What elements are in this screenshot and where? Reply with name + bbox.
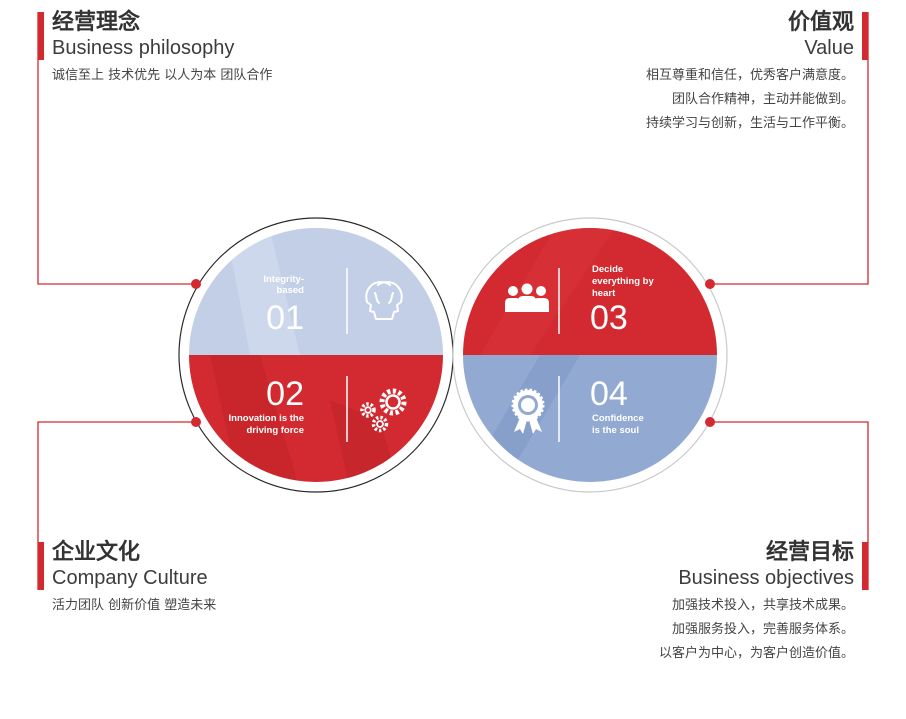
q1-label-line-1: Integrity-	[263, 274, 304, 285]
q4-number: 04	[590, 375, 628, 413]
q1-number: 01	[266, 299, 304, 337]
connector-dots	[191, 279, 715, 427]
value-desc-line-1: 相互尊重和信任，优秀客户满意度。	[645, 68, 854, 83]
value-subtitle: Value	[804, 37, 854, 59]
objectives-accent-bar	[862, 542, 868, 590]
objectives-subtitle: Business objectives	[678, 567, 854, 589]
culture-accent-bar	[38, 542, 44, 590]
heads-icon	[365, 281, 403, 320]
value-accent-bar	[862, 12, 868, 60]
objectives-desc-line-1: 加强技术投入，共享技术成果。	[671, 598, 854, 613]
q2-label-line-2: driving force	[246, 425, 304, 436]
connector-objectives	[710, 421, 869, 590]
q3-label-line-3: heart	[592, 288, 616, 299]
philosophy-desc-line-1: 诚信至上 技术优先 以人为本 团队合作	[52, 68, 273, 83]
q4-label-line-2: is the soul	[592, 425, 639, 436]
quadrant-03: Decide everything by heart 03	[505, 264, 654, 337]
philosophy-title: 经营理念	[52, 10, 141, 35]
dividers	[346, 268, 560, 442]
q3-label-line-2: everything by	[592, 276, 654, 287]
value-desc-line-3: 持续学习与创新，生活与工作平衡。	[645, 116, 854, 131]
q1-label-line-2: based	[277, 285, 305, 296]
value-title: 价值观	[787, 10, 854, 35]
quadrant-02: 02 Innovation is the driving force	[229, 375, 407, 436]
quadrant-01-bg	[189, 228, 443, 355]
connector-lines	[37, 12, 869, 590]
award-icon	[511, 388, 545, 434]
q2-number: 02	[266, 375, 304, 413]
philosophy-subtitle: Business philosophy	[52, 37, 235, 59]
culture-desc-line-1: 活力团队 创新价值 塑造未来	[52, 598, 217, 613]
team-icon	[505, 283, 549, 312]
objectives-desc-line-2: 加强服务投入，完善服务体系。	[671, 622, 854, 637]
culture-title: 企业文化	[52, 540, 141, 565]
connector-culture	[37, 421, 196, 590]
q3-label-line-1: Decide	[592, 264, 623, 275]
culture-subtitle: Company Culture	[52, 567, 208, 589]
value-desc-line-2: 团队合作精神，主动并能做到。	[671, 92, 854, 107]
q2-label-line-1: Innovation is the	[229, 413, 304, 424]
objectives-title: 经营目标	[765, 540, 854, 565]
objectives-desc-line-3: 以客户为中心，为客户创造价值。	[658, 646, 854, 661]
connector-value	[710, 12, 869, 285]
q4-label-line-1: Confidence	[592, 413, 644, 424]
q3-number: 03	[590, 299, 628, 337]
quadrant-01: Integrity- based 01	[263, 274, 403, 337]
gears-icon	[360, 388, 407, 433]
connector-philosophy	[37, 12, 196, 285]
quadrant-04: 04 Confidence is the soul	[511, 375, 644, 436]
philosophy-accent-bar	[38, 12, 44, 60]
